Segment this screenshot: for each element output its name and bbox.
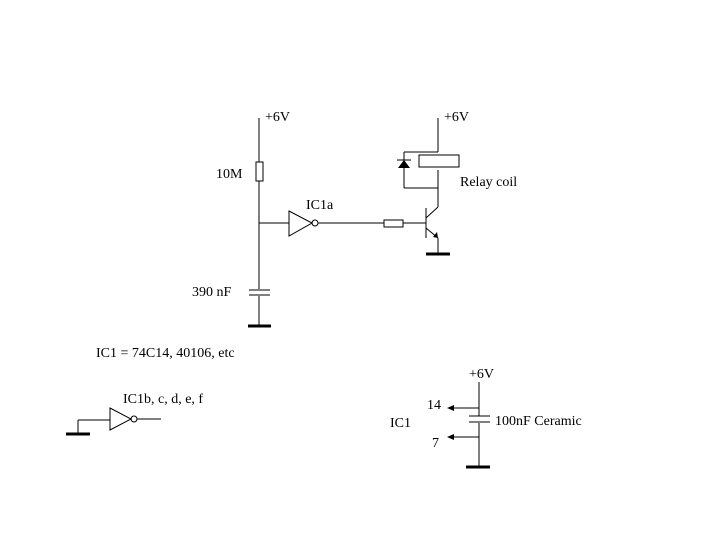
decoupling-cap-label: 100nF Ceramic bbox=[495, 414, 582, 429]
decoupling-network bbox=[447, 382, 490, 469]
supply-label-2: +6V bbox=[444, 110, 469, 125]
pin-7-arrow bbox=[447, 434, 454, 440]
resistor-label: 10M bbox=[216, 167, 243, 182]
relay-label: Relay coil bbox=[460, 175, 517, 190]
inverter-a-label: IC1a bbox=[306, 198, 334, 213]
ic-label: IC1 bbox=[390, 416, 411, 431]
vcc-pin-label: 14 bbox=[427, 398, 441, 413]
inverter-spare-label: IC1b, c, d, e, f bbox=[123, 392, 203, 407]
relay-stage bbox=[397, 118, 460, 207]
relay-coil bbox=[418, 154, 460, 168]
supply-label-1: +6V bbox=[265, 110, 290, 125]
supply-label-3: +6V bbox=[469, 367, 494, 382]
gnd-pin-label: 7 bbox=[432, 436, 439, 451]
ic-note: IC1 = 74C14, 40106, etc bbox=[96, 346, 235, 361]
timing-network bbox=[248, 118, 271, 328]
inverter-ic1a bbox=[259, 210, 384, 237]
base-resistor bbox=[383, 219, 404, 228]
pin-14-arrow bbox=[447, 405, 454, 411]
flyback-diode bbox=[398, 160, 410, 168]
capacitor-label: 390 nF bbox=[192, 285, 232, 300]
spare-inverter bbox=[66, 407, 161, 436]
resistor-10m bbox=[255, 161, 264, 182]
transistor-driver bbox=[383, 206, 450, 256]
